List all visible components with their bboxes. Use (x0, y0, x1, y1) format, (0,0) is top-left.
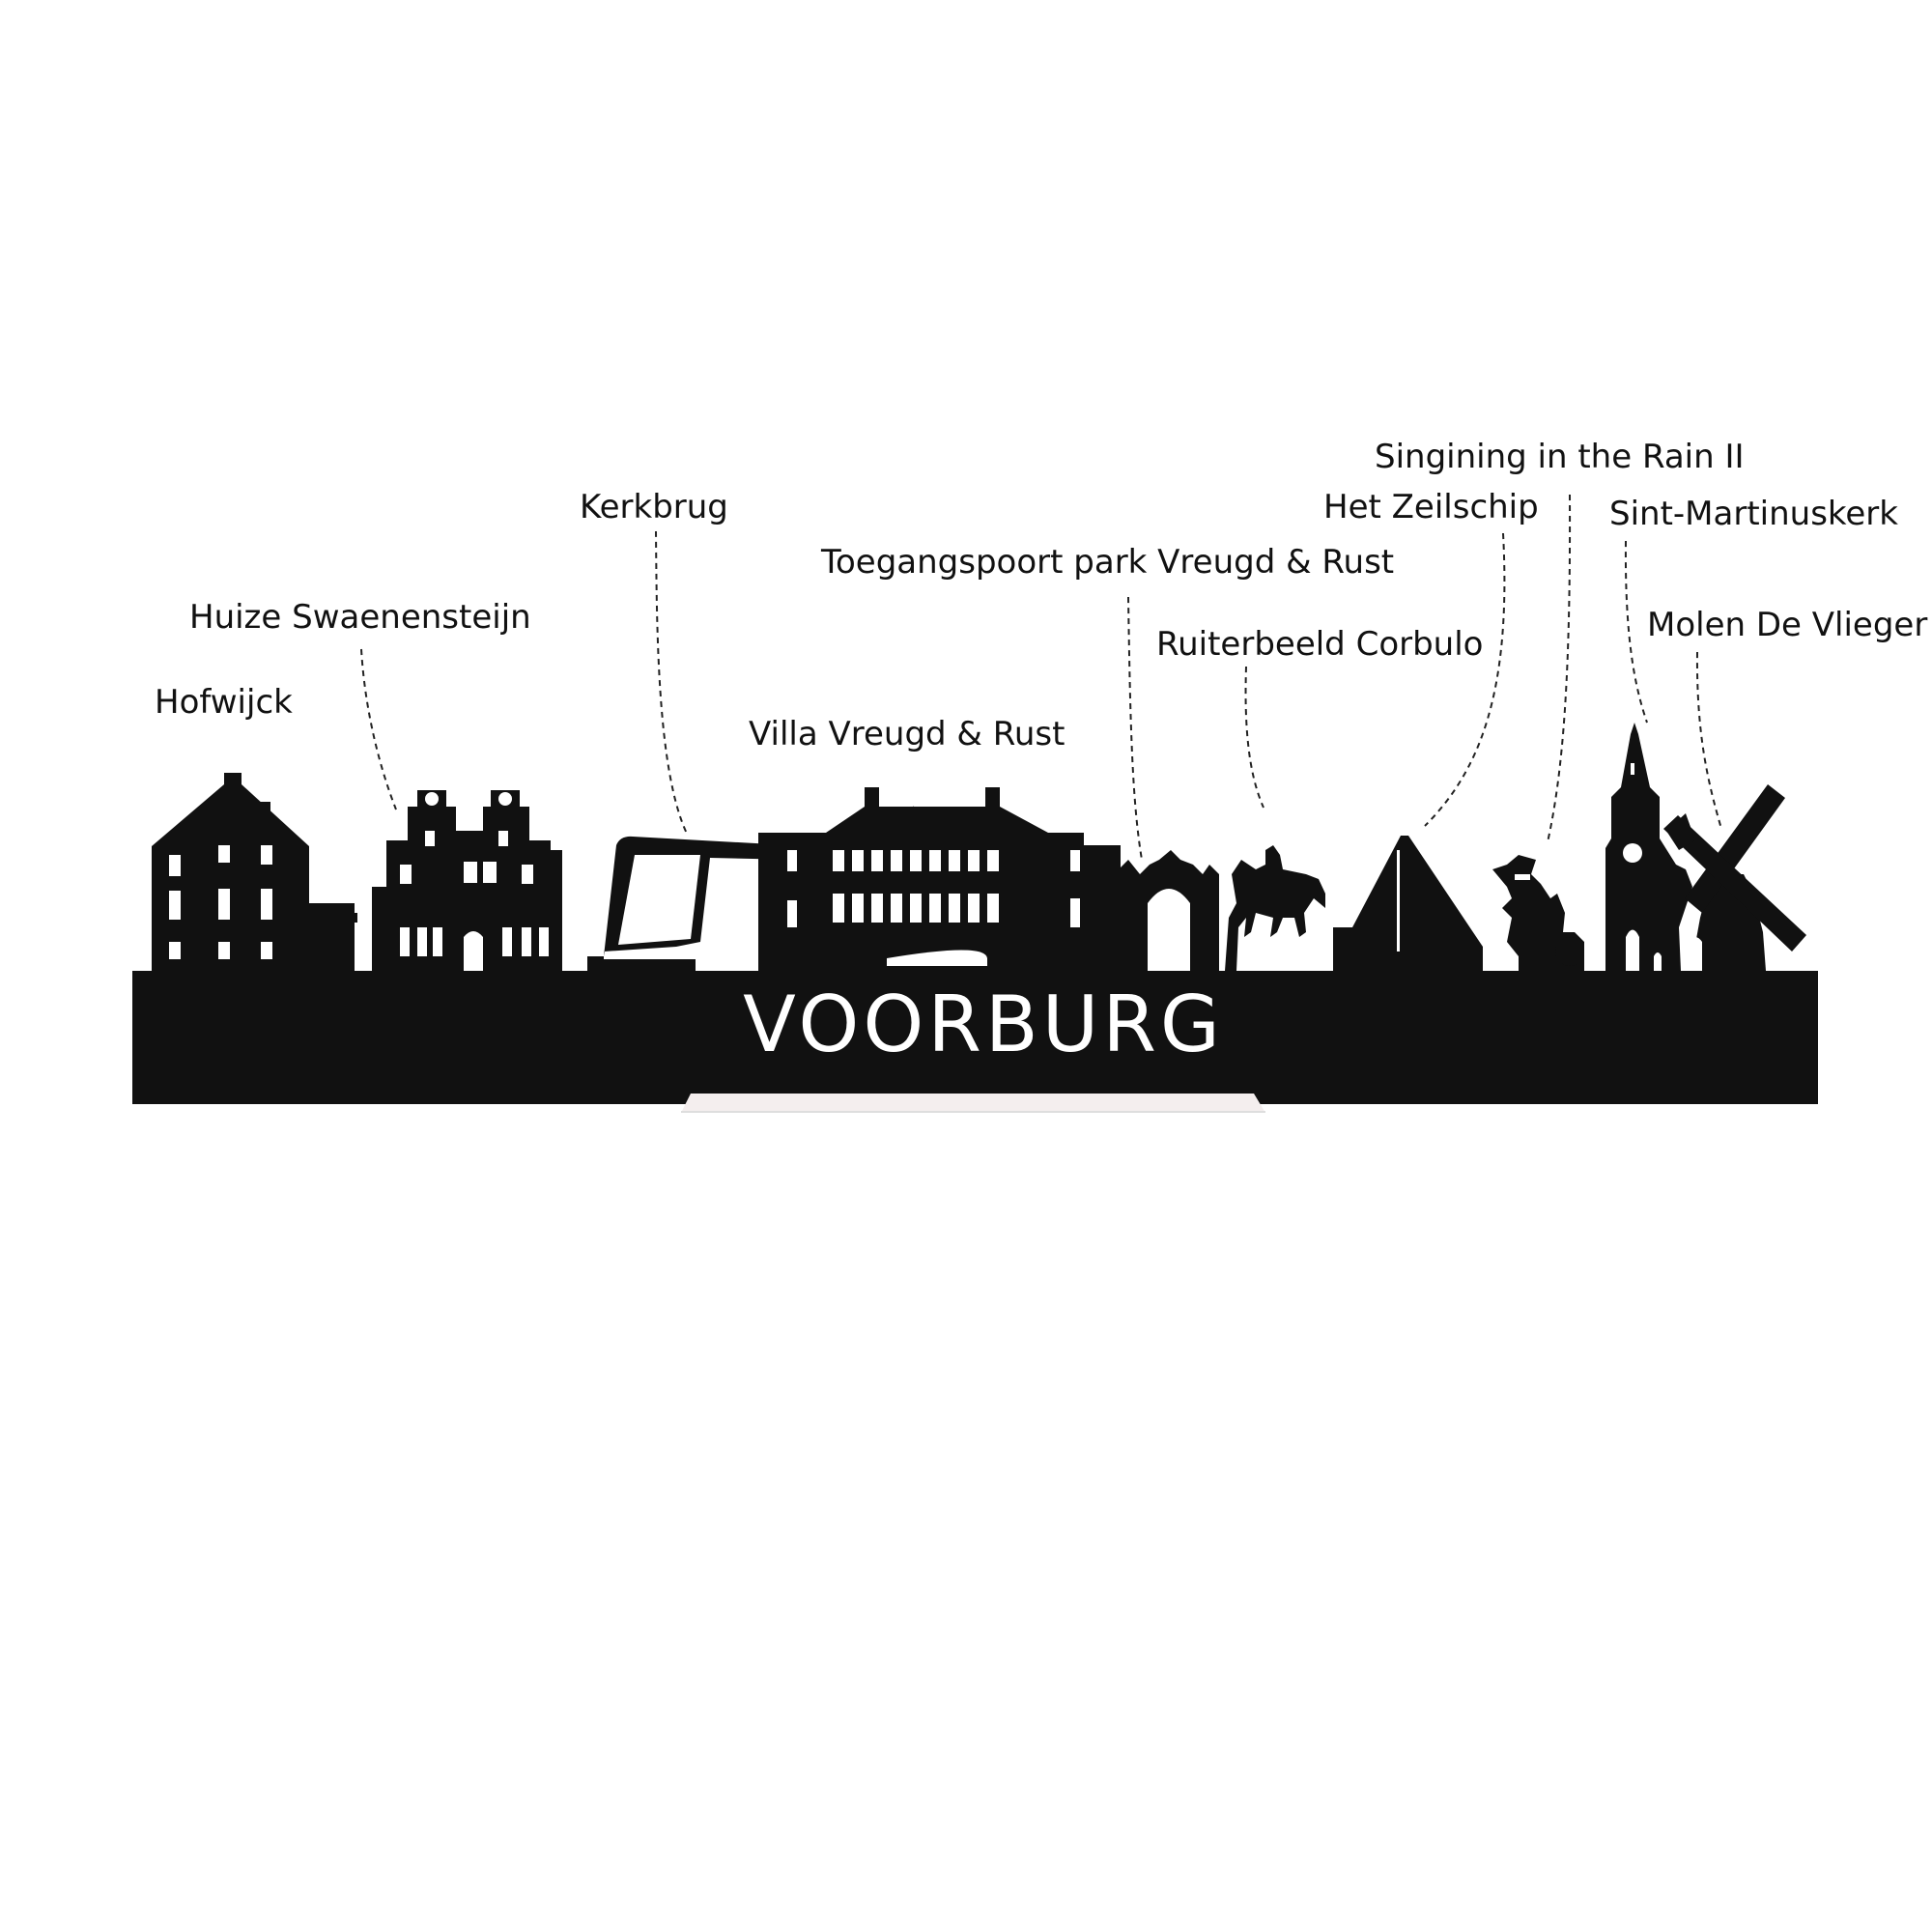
toegangspoort-arch (1148, 889, 1190, 971)
leader-zeilschip (1424, 532, 1506, 827)
label-sint-martinuskerk: Sint-Martinuskerk (1609, 495, 1898, 533)
display-stand (681, 1094, 1265, 1113)
label-kerkbrug: Kerkbrug (580, 488, 728, 526)
label-hofwijck: Hofwijck (155, 683, 293, 722)
singing-rain-openings (1515, 874, 1530, 880)
leader-toegangspoort (1127, 596, 1143, 861)
label-ruiterbeeld-corbulo: Ruiterbeeld Corbulo (1156, 625, 1484, 664)
leader-ruiterbeeld (1244, 666, 1264, 809)
kerkbrug-openings (618, 855, 700, 945)
hofwijck-windows (169, 845, 272, 959)
huize-windows (400, 792, 549, 971)
label-villa-vreugd-rust: Villa Vreugd & Rust (749, 715, 1065, 753)
leader-kerkbrug (655, 530, 689, 837)
molen-openings (1689, 937, 1702, 971)
martinuskerk-silhouette (1605, 723, 1692, 971)
label-het-zeilschip: Het Zeilschip (1323, 488, 1539, 526)
villa-silhouette (758, 787, 1121, 971)
hofwijck-silhouette (152, 773, 357, 971)
zeilschip-seam (1397, 850, 1400, 952)
martinuskerk-windows (1623, 763, 1662, 971)
leader-huize (360, 648, 397, 810)
leader-martinuskerk (1624, 540, 1648, 724)
villa-windows (787, 850, 1080, 966)
singing-rain-silhouette (1492, 855, 1584, 971)
leader-singing (1547, 494, 1572, 843)
city-name: VOORBURG (743, 980, 1224, 1069)
label-singing-in-the-rain: Singining in the Rain II (1375, 438, 1745, 476)
label-toegangspoort: Toegangspoort park Vreugd & Rust (821, 543, 1395, 582)
silhouette (132, 723, 1818, 1104)
base-board (132, 971, 1818, 1104)
leader-lines (360, 494, 1722, 861)
label-huize-swaenensteijn: Huize Swaenensteijn (189, 598, 531, 637)
label-molen-de-vlieger: Molen De Vlieger (1647, 606, 1928, 644)
zeilschip-silhouette (1333, 836, 1483, 971)
ruiterbeeld-silhouette (1225, 845, 1325, 971)
leader-molen (1695, 651, 1722, 830)
molen-silhouette (1663, 784, 1806, 971)
